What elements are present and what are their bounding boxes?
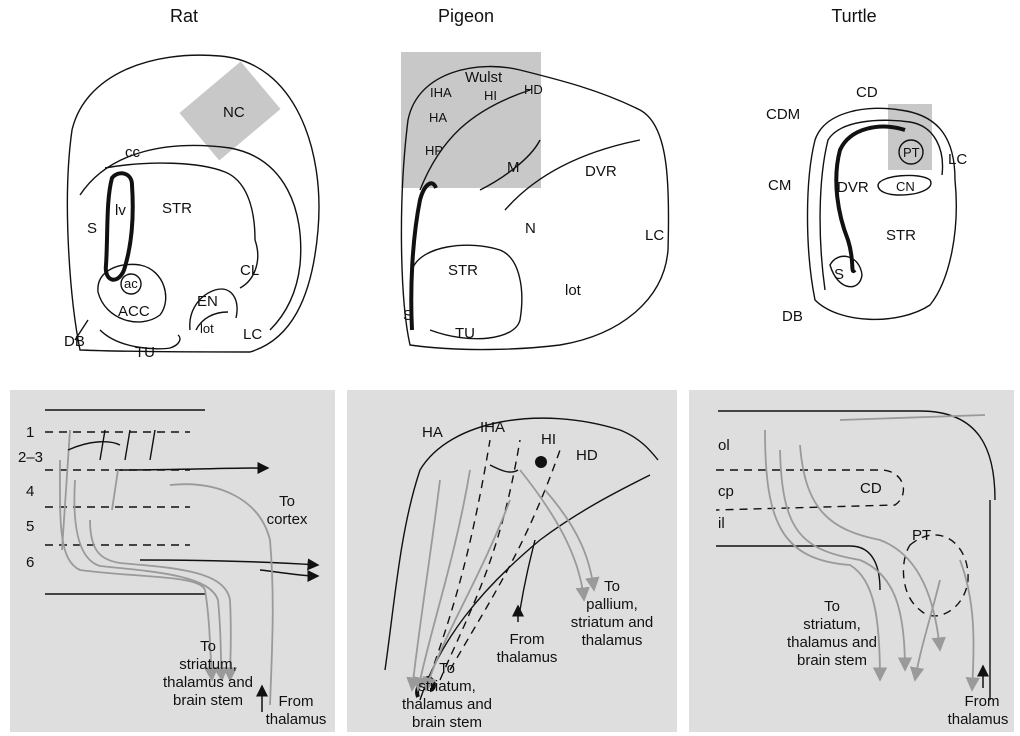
- rat-to-cortex-1: To: [279, 493, 295, 510]
- label-rat-ACC: ACC: [118, 303, 150, 320]
- label-pigeon-Wulst: Wulst: [465, 69, 503, 86]
- label-pigeon-TU: TU: [455, 325, 475, 342]
- pigeon-label-HD: HD: [576, 447, 598, 464]
- label-turtle-STR: STR: [886, 227, 916, 244]
- rat-to-cortex-2: cortex: [267, 511, 308, 528]
- label-rat-NC: NC: [223, 104, 245, 121]
- label-pigeon-DVR: DVR: [585, 163, 617, 180]
- turtle-to-striatum-1: To: [824, 598, 840, 615]
- turtle-from-thalamus-2: thalamus: [948, 711, 1009, 728]
- label-rat-TU: TU: [135, 344, 155, 361]
- label-pigeon-STR: STR: [448, 262, 478, 279]
- rat-from-thalamus-2: thalamus: [266, 711, 327, 728]
- turtle-brain-section: CD CDM PT LC CM DVR CN S STR DB: [766, 84, 967, 325]
- rat-from-thalamus-1: From: [279, 693, 314, 710]
- turtle-label-PT: PT: [912, 527, 931, 544]
- pigeon-from-thalamus-2: thalamus: [497, 649, 558, 666]
- label-pigeon-M: M: [507, 159, 520, 176]
- label-pigeon-HA: HA: [429, 110, 447, 125]
- label-pigeon-lot: lot: [565, 282, 582, 299]
- label-turtle-S: S: [834, 266, 844, 283]
- rat-to-striatum-4: brain stem: [173, 692, 243, 709]
- label-turtle-CM: CM: [768, 177, 791, 194]
- rat-brain-section: NC cc lv S STR ac ACC CL EN lot LC DB TU: [64, 55, 319, 361]
- label-rat-ac: ac: [124, 276, 138, 291]
- label-rat-DB: DB: [64, 333, 85, 350]
- pigeon-label-HA: HA: [422, 424, 443, 441]
- label-turtle-CDM: CDM: [766, 106, 800, 123]
- pigeon-label-IHA: IHA: [480, 419, 505, 436]
- pigeon-to-pallium-1: To: [604, 578, 620, 595]
- label-pigeon-HP: HP: [425, 143, 443, 158]
- label-turtle-DB: DB: [782, 308, 803, 325]
- label-rat-STR: STR: [162, 200, 192, 217]
- label-turtle-DVR: DVR: [837, 179, 869, 196]
- label-pigeon-N: N: [525, 220, 536, 237]
- label-turtle-PT: PT: [903, 145, 920, 160]
- label-pigeon-LC: LC: [645, 227, 664, 244]
- rat-layer-23: 2–3: [18, 449, 43, 466]
- pigeon-to-pallium-2: pallium,: [586, 596, 638, 613]
- turtle-label-il: il: [718, 515, 725, 532]
- label-pigeon-HI: HI: [484, 88, 497, 103]
- rat-cc-line: [80, 145, 301, 330]
- label-turtle-CD: CD: [856, 84, 878, 101]
- rat-layer-4: 4: [26, 483, 34, 500]
- pigeon-from-thalamus-1: From: [510, 631, 545, 648]
- label-pigeon-S: S: [403, 307, 413, 324]
- label-rat-lot: lot: [200, 321, 214, 336]
- label-rat-CL: CL: [240, 262, 259, 279]
- label-rat-LC: LC: [243, 326, 262, 343]
- pigeon-to-striatum-3: thalamus and: [402, 696, 492, 713]
- rat-layer-5: 5: [26, 518, 34, 535]
- label-turtle-CN: CN: [896, 179, 915, 194]
- label-pigeon-HD: HD: [524, 82, 543, 97]
- label-turtle-LC: LC: [948, 151, 967, 168]
- turtle-label-ol: ol: [718, 437, 730, 454]
- label-rat-lv: lv: [115, 202, 126, 219]
- label-rat-EN: EN: [197, 293, 218, 310]
- label-rat-cc: cc: [125, 144, 141, 161]
- rat-to-striatum-1: To: [200, 638, 216, 655]
- turtle-to-striatum-4: brain stem: [797, 652, 867, 669]
- pigeon-to-pallium-4: thalamus: [582, 632, 643, 649]
- turtle-from-thalamus-1: From: [965, 693, 1000, 710]
- pigeon-to-striatum-2: striatum,: [418, 678, 476, 695]
- pigeon-brain-section: Wulst IHA HI HD HA HP M DVR N STR LC lot…: [401, 52, 669, 350]
- turtle-pt-highlight: [888, 104, 932, 170]
- turtle-label-CD: CD: [860, 480, 882, 497]
- turtle-outline: [808, 108, 957, 319]
- pigeon-ventricle: [411, 183, 436, 330]
- pigeon-to-striatum-4: brain stem: [412, 714, 482, 731]
- rat-to-striatum-3: thalamus and: [163, 674, 253, 691]
- rat-to-striatum-2: striatum,: [179, 656, 237, 673]
- pigeon-circuit-panel: [347, 390, 677, 732]
- label-rat-S: S: [87, 220, 97, 237]
- turtle-label-cp: cp: [718, 483, 734, 500]
- turtle-to-striatum-2: striatum,: [803, 616, 861, 633]
- pigeon-to-striatum-1: To: [439, 660, 455, 677]
- pigeon-label-HI: HI: [541, 431, 556, 448]
- pigeon-to-pallium-3: striatum and: [571, 614, 654, 631]
- label-pigeon-IHA: IHA: [430, 85, 452, 100]
- rat-layer-6: 6: [26, 554, 34, 571]
- turtle-to-striatum-3: thalamus and: [787, 634, 877, 651]
- rat-layer-1: 1: [26, 424, 34, 441]
